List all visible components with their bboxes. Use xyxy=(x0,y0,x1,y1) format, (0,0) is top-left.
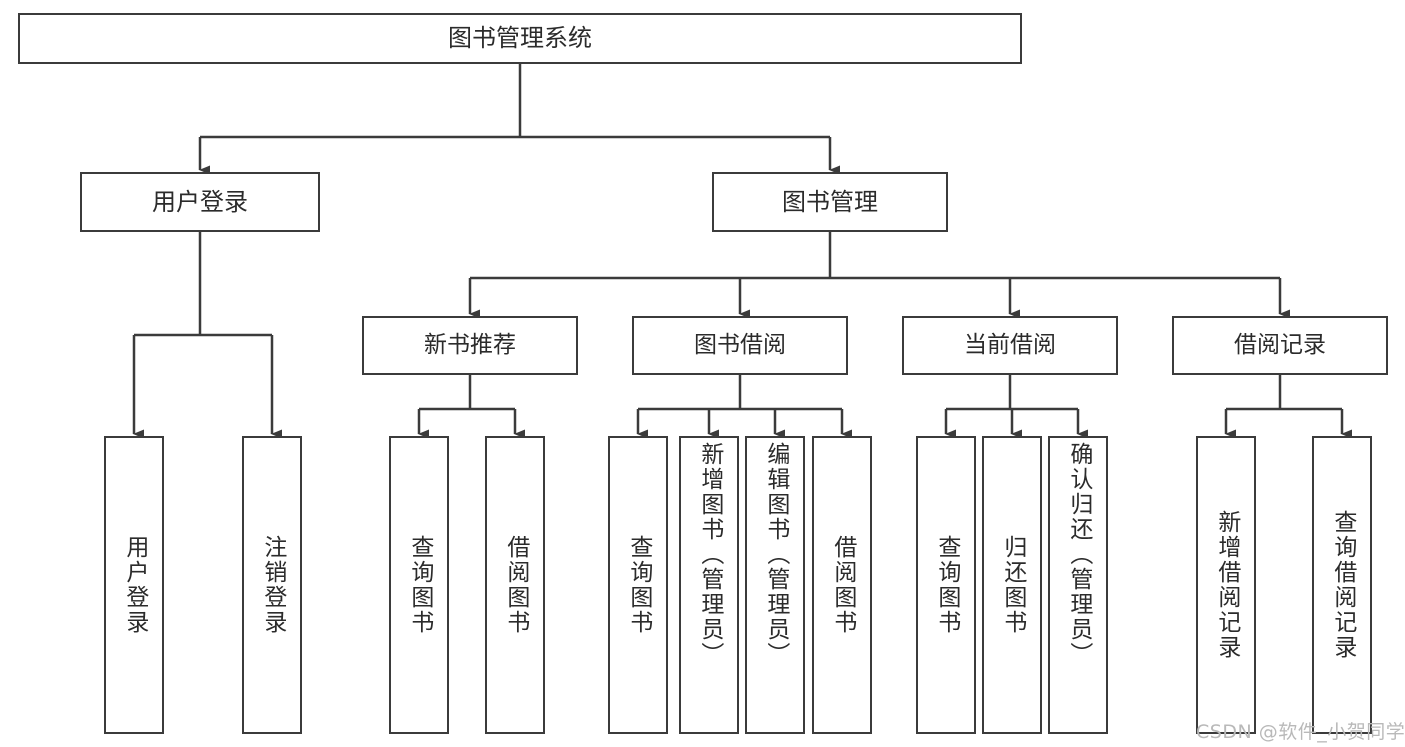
node-leaf-user-login[interactable]: 用户登录 xyxy=(104,436,164,734)
node-label-root: 图书管理系统 xyxy=(448,24,592,53)
node-label-leaf-user-login: 用户登录 xyxy=(121,535,148,635)
node-label-leaf-edit-book: 编辑图书（管理员） xyxy=(762,442,789,667)
node-book-borrow[interactable]: 图书借阅 xyxy=(632,316,848,375)
edge-group xyxy=(132,64,1352,439)
node-leaf-query-book-1[interactable]: 查询图书 xyxy=(389,436,449,734)
node-leaf-query-book-2[interactable]: 查询图书 xyxy=(608,436,668,734)
node-current-borrow[interactable]: 当前借阅 xyxy=(902,316,1118,375)
node-label-leaf-add-record: 新增借阅记录 xyxy=(1213,510,1240,660)
node-label-leaf-borrow-book-1: 借阅图书 xyxy=(502,535,529,635)
node-label-leaf-borrow-book-2: 借阅图书 xyxy=(829,535,856,635)
node-label-user-login: 用户登录 xyxy=(152,187,248,216)
node-new-book-rec[interactable]: 新书推荐 xyxy=(362,316,578,375)
node-label-book-borrow: 图书借阅 xyxy=(694,331,786,358)
node-leaf-borrow-book-1[interactable]: 借阅图书 xyxy=(485,436,545,734)
node-label-leaf-user-logout: 注销登录 xyxy=(259,535,286,635)
node-label-leaf-confirm-return: 确认归还（管理员） xyxy=(1065,442,1092,667)
node-leaf-add-record[interactable]: 新增借阅记录 xyxy=(1196,436,1256,734)
node-leaf-confirm-return[interactable]: 确认归还（管理员） xyxy=(1048,436,1108,734)
node-label-leaf-query-book-2: 查询图书 xyxy=(625,535,652,635)
node-label-new-book-rec: 新书推荐 xyxy=(424,331,516,358)
node-label-leaf-return-book: 归还图书 xyxy=(999,535,1026,635)
node-label-leaf-query-book-1: 查询图书 xyxy=(406,535,433,635)
node-label-current-borrow: 当前借阅 xyxy=(964,331,1056,358)
node-label-leaf-query-record: 查询借阅记录 xyxy=(1329,510,1356,660)
node-book-manage[interactable]: 图书管理 xyxy=(712,172,948,232)
node-label-book-manage: 图书管理 xyxy=(782,187,878,216)
node-user-login[interactable]: 用户登录 xyxy=(80,172,320,232)
node-leaf-add-book[interactable]: 新增图书（管理员） xyxy=(679,436,739,734)
node-root[interactable]: 图书管理系统 xyxy=(18,13,1022,64)
node-leaf-edit-book[interactable]: 编辑图书（管理员） xyxy=(745,436,805,734)
node-leaf-return-book[interactable]: 归还图书 xyxy=(982,436,1042,734)
node-leaf-user-logout[interactable]: 注销登录 xyxy=(242,436,302,734)
node-leaf-query-record[interactable]: 查询借阅记录 xyxy=(1312,436,1372,734)
node-leaf-borrow-book-2[interactable]: 借阅图书 xyxy=(812,436,872,734)
node-label-leaf-add-book: 新增图书（管理员） xyxy=(696,442,723,667)
node-label-borrow-record: 借阅记录 xyxy=(1234,331,1326,358)
node-label-leaf-query-book-3: 查询图书 xyxy=(933,535,960,635)
node-leaf-query-book-3[interactable]: 查询图书 xyxy=(916,436,976,734)
node-borrow-record[interactable]: 借阅记录 xyxy=(1172,316,1388,375)
watermark-text: CSDN @软件_小贺同学 xyxy=(1196,721,1405,743)
